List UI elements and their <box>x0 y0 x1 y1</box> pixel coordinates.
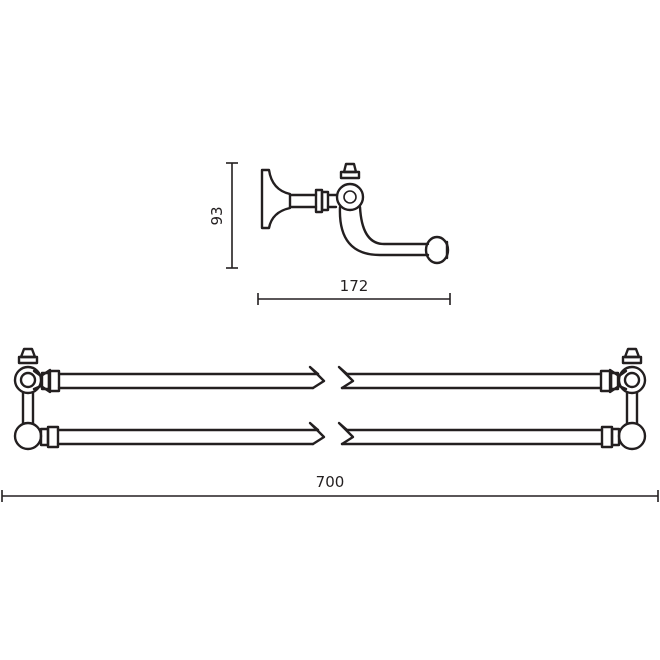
width-dimension: 700 <box>1 473 659 502</box>
left-bracket <box>13 347 52 451</box>
side-view: 93 172 <box>208 162 451 305</box>
finial-base <box>339 170 361 180</box>
depth-dimension-label: 172 <box>340 277 369 295</box>
height-dimension: 93 <box>208 162 238 269</box>
right-bracket <box>608 347 647 451</box>
end-knob <box>424 235 450 265</box>
top-rail <box>40 365 620 393</box>
post-ball <box>335 182 365 212</box>
width-dimension-label: 700 <box>316 473 345 491</box>
height-dimension-label: 93 <box>208 206 226 225</box>
collar-ring <box>320 190 330 212</box>
depth-dimension: 172 <box>257 277 451 305</box>
hook-arm <box>338 205 430 257</box>
bottom-rail <box>39 421 621 449</box>
wall-flange <box>260 168 292 230</box>
front-view: 700 <box>1 347 659 502</box>
